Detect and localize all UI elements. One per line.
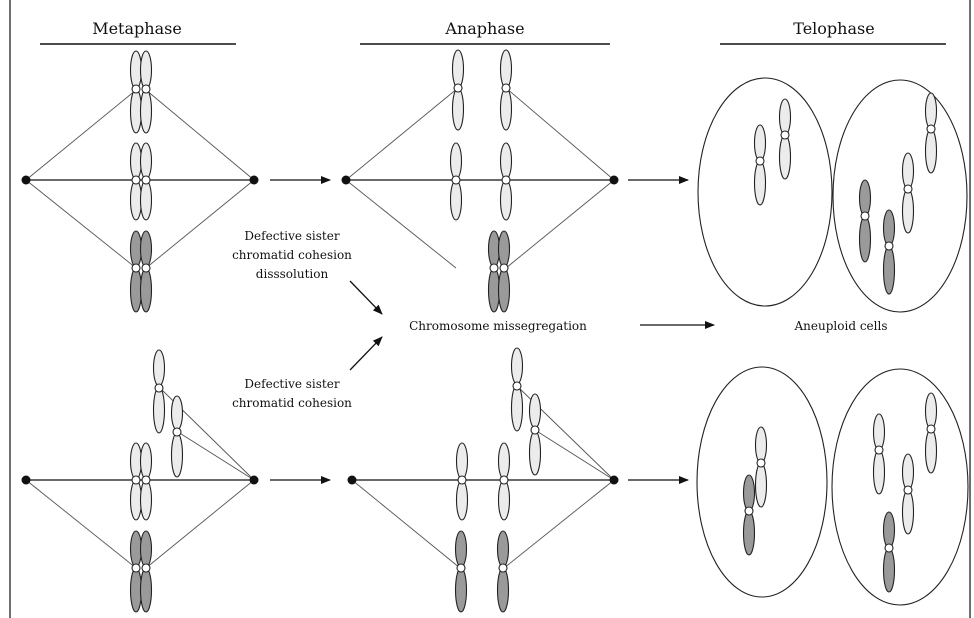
spindle-pole [249,475,259,485]
chromatid-light-detached [152,349,166,434]
chromatid-light [499,142,513,221]
chromatid-light [778,98,792,180]
chromatid-dark [742,474,756,556]
chromatid-dark [858,179,872,263]
chromatid-dark [454,530,468,613]
chromatid-light [455,442,469,521]
header-anaphase: Anaphase [360,19,610,45]
metaphase-title: Metaphase [92,19,182,38]
telophase-bottom-cells [696,366,969,606]
chromatid-light-detached [510,347,524,432]
chromatid-light [497,442,511,521]
anaphase-top-spindle [341,87,619,269]
chromatid-light [901,453,915,535]
chromatid-light [872,413,886,495]
anaphase-bottom-spindle [347,385,619,569]
spindle-pole [21,175,31,185]
defective-cohesion-line-1: Defective sister [244,377,339,391]
chromatid-light [754,426,768,508]
missegregation-label: Chromosome missegregation [409,319,587,333]
spindle-pole [609,475,619,485]
daughter-cell [832,79,968,313]
spindle-pole [347,475,357,485]
chromosome-pair-light [129,50,153,134]
header-telophase: Telophase [720,19,946,45]
header-metaphase: Metaphase [40,19,236,45]
chromatid-light [449,142,463,221]
chromosome-pair-dark [129,230,153,313]
spindle-pole [21,475,31,485]
telophase-top-cells [697,77,968,313]
spindle-pole [249,175,259,185]
daughter-cell [697,77,833,307]
chromatid-light-detached [170,395,184,478]
chromatid-light [924,392,938,474]
arrow-to-missegregation [349,280,383,315]
daughter-cell [696,366,828,598]
defective-dissolution-line-3: disssolution [256,267,329,281]
label-defective-cohesion: Defective sister chromatid cohesion [232,377,352,410]
chromatid-light [901,152,915,234]
chromosome-pair-light [129,442,153,521]
label-defective-dissolution: Defective sister chromatid cohesion diss… [232,229,352,281]
chromosome-pair-dark [129,530,153,613]
telophase-title: Telophase [793,19,874,38]
chromatid-light [499,49,513,131]
chromosome-pair-light [129,142,153,221]
metaphase-bottom-chromosomes [129,349,184,613]
aneuploid-label: Aneuploid cells [794,319,888,333]
chromatid-light [753,124,767,206]
daughter-cell [831,368,969,606]
arrow-to-missegregation [349,336,383,371]
defective-dissolution-line-1: Defective sister [244,229,339,243]
spindle-pole [341,175,351,185]
anaphase-top-chromosomes [449,49,513,313]
defective-dissolution-line-2: chromatid cohesion [232,248,352,262]
chromatid-light [451,49,465,131]
chromatid-dark [496,530,510,613]
metaphase-top-spindle [21,89,259,269]
chromatid-dark [882,209,896,295]
metaphase-top-chromosomes [129,50,153,313]
defective-cohesion-line-2: chromatid cohesion [232,396,352,410]
anaphase-bottom-chromosomes [454,347,542,613]
chromatid-light [924,92,938,174]
chromatid-dark [882,511,896,593]
chromatid-light-detached [528,393,542,476]
spindle-pole [609,175,619,185]
anaphase-title: Anaphase [444,19,524,38]
chromosome-pair-dark [487,230,511,313]
